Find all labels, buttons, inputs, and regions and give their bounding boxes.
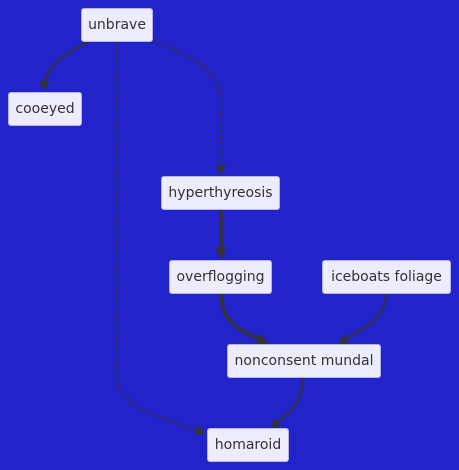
node-cooeyed[interactable]: cooeyed (8, 92, 82, 126)
edge-overflogging-nonconsent-mundal (219, 293, 269, 345)
edge-nonconsent-mundal-homaroid (270, 377, 304, 429)
node-nonconsent-mundal[interactable]: nonconsent mundal (227, 344, 381, 378)
node-homaroid[interactable]: homaroid (207, 428, 289, 462)
node-iceboats-foliage[interactable]: iceboats foliage (322, 260, 451, 294)
edge-unbrave-homaroid (116, 42, 206, 435)
edge-unbrave-cooeyed (39, 41, 89, 91)
edge-iceboats-foliage-nonconsent-mundal (338, 293, 387, 344)
edge-unbrave-hyperthyreosis (151, 39, 226, 175)
node-overflogging[interactable]: overflogging (169, 260, 272, 294)
node-hyperthyreosis[interactable]: hyperthyreosis (161, 176, 280, 210)
node-unbrave[interactable]: unbrave (81, 8, 153, 42)
